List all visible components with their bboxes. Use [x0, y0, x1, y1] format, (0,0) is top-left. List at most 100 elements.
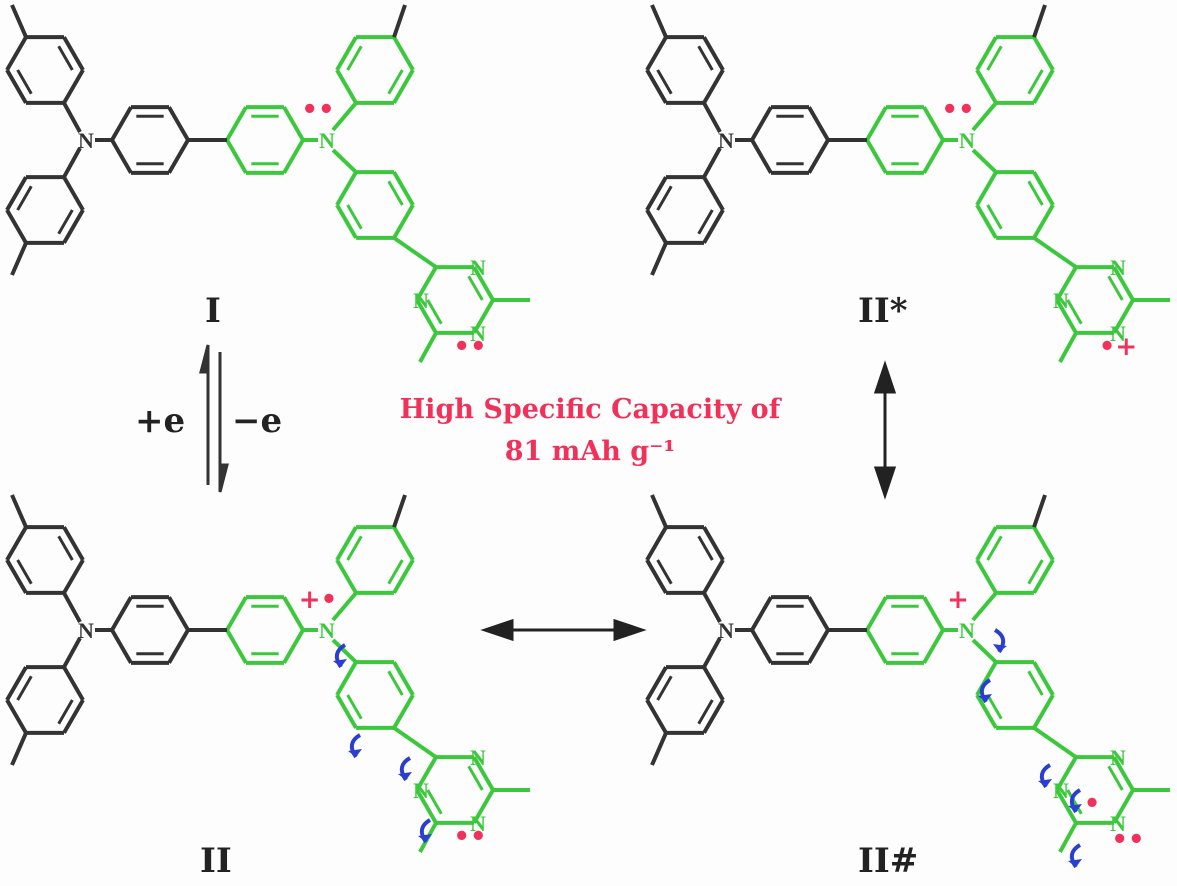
- ring-tolyl-lower-double-bond: [656, 675, 673, 701]
- ring-triazine-bond: [415, 756, 438, 791]
- ring-phenylene-triazine-bond: [392, 694, 415, 729]
- methyl-bond: [1058, 331, 1078, 363]
- ring-phenylene-triazine-double-bond: [387, 180, 404, 206]
- ring-tolyl-lower-bond: [645, 176, 668, 211]
- electron-push-arrowhead: [398, 772, 412, 780]
- methyl-bond: [650, 494, 668, 528]
- bond: [971, 638, 998, 664]
- electron-push-arrowhead: [978, 694, 992, 702]
- vertical-resonance-arrow: [873, 360, 897, 500]
- capacity-caption-line1: High Specific Capacity of: [400, 394, 783, 425]
- methyl-bond: [392, 4, 407, 38]
- ring-tolyl-lower-bond: [702, 209, 725, 244]
- ring-tolyl-right-bond: [335, 36, 358, 71]
- methyl-bond: [1032, 4, 1047, 38]
- bond: [62, 591, 82, 623]
- ring-biphenyl-left-bond: [110, 629, 133, 664]
- ring-tolyl-lower-double-bond: [656, 185, 673, 211]
- radical-pair-marker: ••: [941, 95, 974, 125]
- minus-electron-label: −e: [232, 401, 282, 441]
- ring-biphenyl-right-bond: [865, 139, 888, 174]
- electron-push-arrowhead: [333, 659, 347, 667]
- ring-biphenyl-right-bond: [225, 139, 248, 174]
- capacity-caption-line2: 81 mAh g⁻¹: [505, 436, 675, 467]
- triazine-nitrogen: N: [1110, 255, 1126, 280]
- ring-tolyl-upper-double-bond: [656, 69, 673, 95]
- ring-triazine-bond: [1055, 299, 1078, 334]
- cation-marker: +: [947, 585, 969, 615]
- triazine-cation-marker: •+: [1099, 332, 1137, 362]
- triazine-nitrogen: N: [1053, 288, 1069, 313]
- ring-tolyl-upper-bond: [645, 69, 668, 104]
- ring-tolyl-right-bond: [975, 559, 998, 594]
- ring-tolyl-right-bond: [392, 559, 415, 594]
- ring-phenylene-triazine-bond: [335, 171, 358, 206]
- ring-tolyl-right-bond: [1032, 36, 1055, 71]
- ring-tolyl-right-double-bond: [1027, 559, 1044, 585]
- bond: [971, 591, 998, 622]
- bond: [971, 101, 998, 132]
- ring-triazine-double-bond: [467, 275, 484, 301]
- ring-tolyl-upper-double-bond: [16, 69, 33, 95]
- ring-tolyl-upper-bond: [62, 69, 85, 104]
- methyl-bond: [650, 4, 668, 38]
- ring-triazine-bond: [472, 756, 495, 791]
- ring-biphenyl-left-bond: [807, 596, 830, 631]
- ring-tolyl-lower-double-bond: [57, 209, 74, 235]
- methyl-bond: [650, 242, 668, 276]
- ring-triazine-double-bond: [1066, 789, 1083, 815]
- ring-tolyl-upper-bond: [645, 526, 668, 561]
- ring-tolyl-lower-bond: [5, 666, 28, 701]
- ring-tolyl-right-bond: [975, 69, 998, 104]
- ring-biphenyl-right-bond: [225, 106, 248, 141]
- ring-phenylene-triazine-bond: [975, 204, 998, 239]
- aryl-triazine-bond: [1032, 236, 1078, 269]
- ring-biphenyl-left-bond: [167, 106, 190, 141]
- ring-tolyl-lower-double-bond: [16, 675, 33, 701]
- ring-phenylene-triazine-bond: [392, 171, 415, 206]
- ring-phenylene-triazine-double-bond: [1027, 670, 1044, 696]
- ring-triazine-bond: [472, 299, 495, 334]
- methyl-bond: [10, 4, 28, 38]
- ring-biphenyl-right-bond: [282, 629, 305, 664]
- ring-biphenyl-left-bond: [110, 106, 133, 141]
- ring-tolyl-right-double-bond: [387, 559, 404, 585]
- triazine-radical-marker: ••: [453, 822, 486, 852]
- ring-phenylene-triazine-bond: [392, 204, 415, 239]
- ring-phenylene-triazine-bond: [1032, 204, 1055, 239]
- ring-tolyl-upper-double-bond: [697, 45, 714, 71]
- methyl-bond: [418, 331, 438, 363]
- ring-tolyl-upper-bond: [5, 559, 28, 594]
- bond: [702, 147, 722, 179]
- triazine-nitrogen: N: [470, 811, 486, 836]
- methyl-bond: [10, 732, 28, 766]
- ring-biphenyl-left-bond: [110, 139, 133, 174]
- ring-tolyl-right-bond: [392, 36, 415, 71]
- bond: [62, 637, 82, 669]
- ring-biphenyl-left-bond: [750, 106, 773, 141]
- ring-biphenyl-left-bond: [750, 629, 773, 664]
- label-I: I: [205, 291, 221, 331]
- ring-triazine-double-bond: [1107, 765, 1124, 791]
- ring-phenylene-triazine-bond: [1032, 171, 1055, 206]
- ring-tolyl-right-double-bond: [387, 69, 404, 95]
- label-II-star: II*: [858, 291, 908, 331]
- ring-phenylene-triazine-double-bond: [346, 694, 363, 720]
- ring-triazine-bond: [415, 299, 438, 334]
- ring-tolyl-upper-bond: [62, 559, 85, 594]
- ring-triazine-bond: [472, 266, 495, 301]
- nitrogen-atom-oxidized: N: [959, 128, 975, 153]
- ring-tolyl-upper-bond: [5, 69, 28, 104]
- ring-tolyl-upper-bond: [702, 36, 725, 71]
- ring-tolyl-upper-double-bond: [16, 559, 33, 585]
- electron-push-arrowhead: [1068, 859, 1082, 867]
- ring-tolyl-upper-double-bond: [697, 535, 714, 561]
- ring-tolyl-right-bond: [335, 526, 358, 561]
- ring-tolyl-upper-double-bond: [656, 559, 673, 585]
- ring-tolyl-lower-bond: [62, 699, 85, 734]
